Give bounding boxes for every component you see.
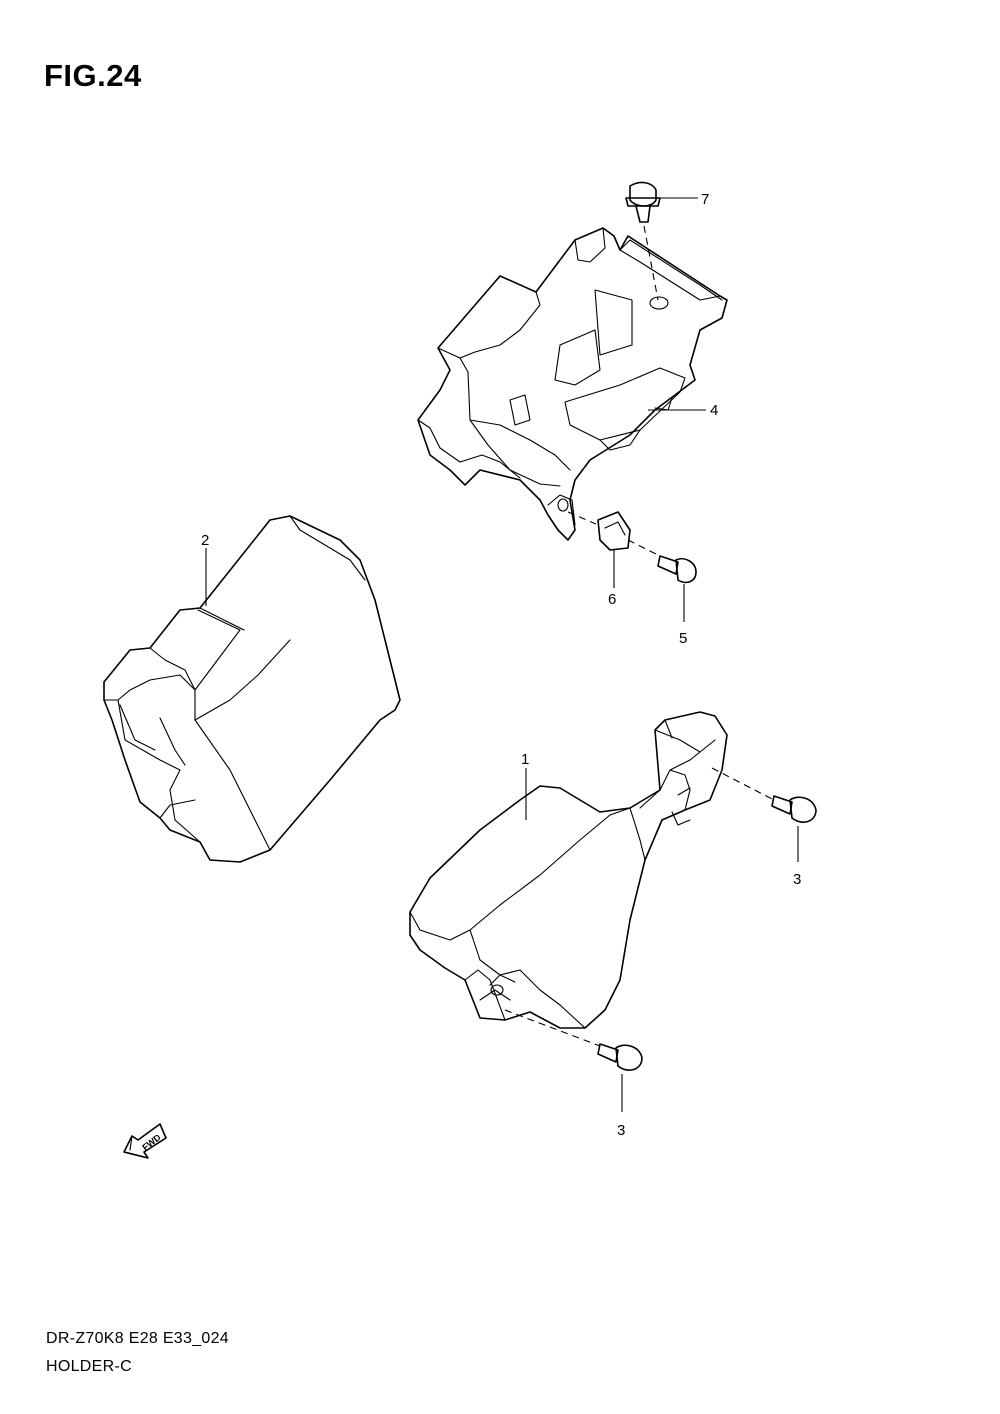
part-4-holder xyxy=(417,227,728,541)
part-6-clip xyxy=(567,511,661,588)
callout-7: 7 xyxy=(701,191,709,208)
part-3-screw-upper xyxy=(711,767,817,862)
figure-title: FIG.24 xyxy=(44,58,142,93)
callout-3-upper: 3 xyxy=(793,871,801,888)
callout-6: 6 xyxy=(608,591,616,608)
part-5-screw xyxy=(657,555,697,622)
callout-4: 4 xyxy=(710,402,718,419)
part-3-screw-lower xyxy=(504,1009,643,1112)
part-1-side-cover xyxy=(409,711,728,1029)
fwd-arrow-icon: FWD xyxy=(123,1123,167,1159)
model-code: DR-Z70K8 E28 E33_024 xyxy=(46,1330,229,1347)
part-7-bolt xyxy=(625,181,698,301)
part-2-cover xyxy=(103,515,401,863)
section-name: HOLDER-C xyxy=(46,1358,132,1375)
callout-3-lower: 3 xyxy=(617,1122,625,1139)
callout-5: 5 xyxy=(679,630,687,647)
callout-2: 2 xyxy=(201,532,209,549)
callout-1: 1 xyxy=(521,751,529,768)
